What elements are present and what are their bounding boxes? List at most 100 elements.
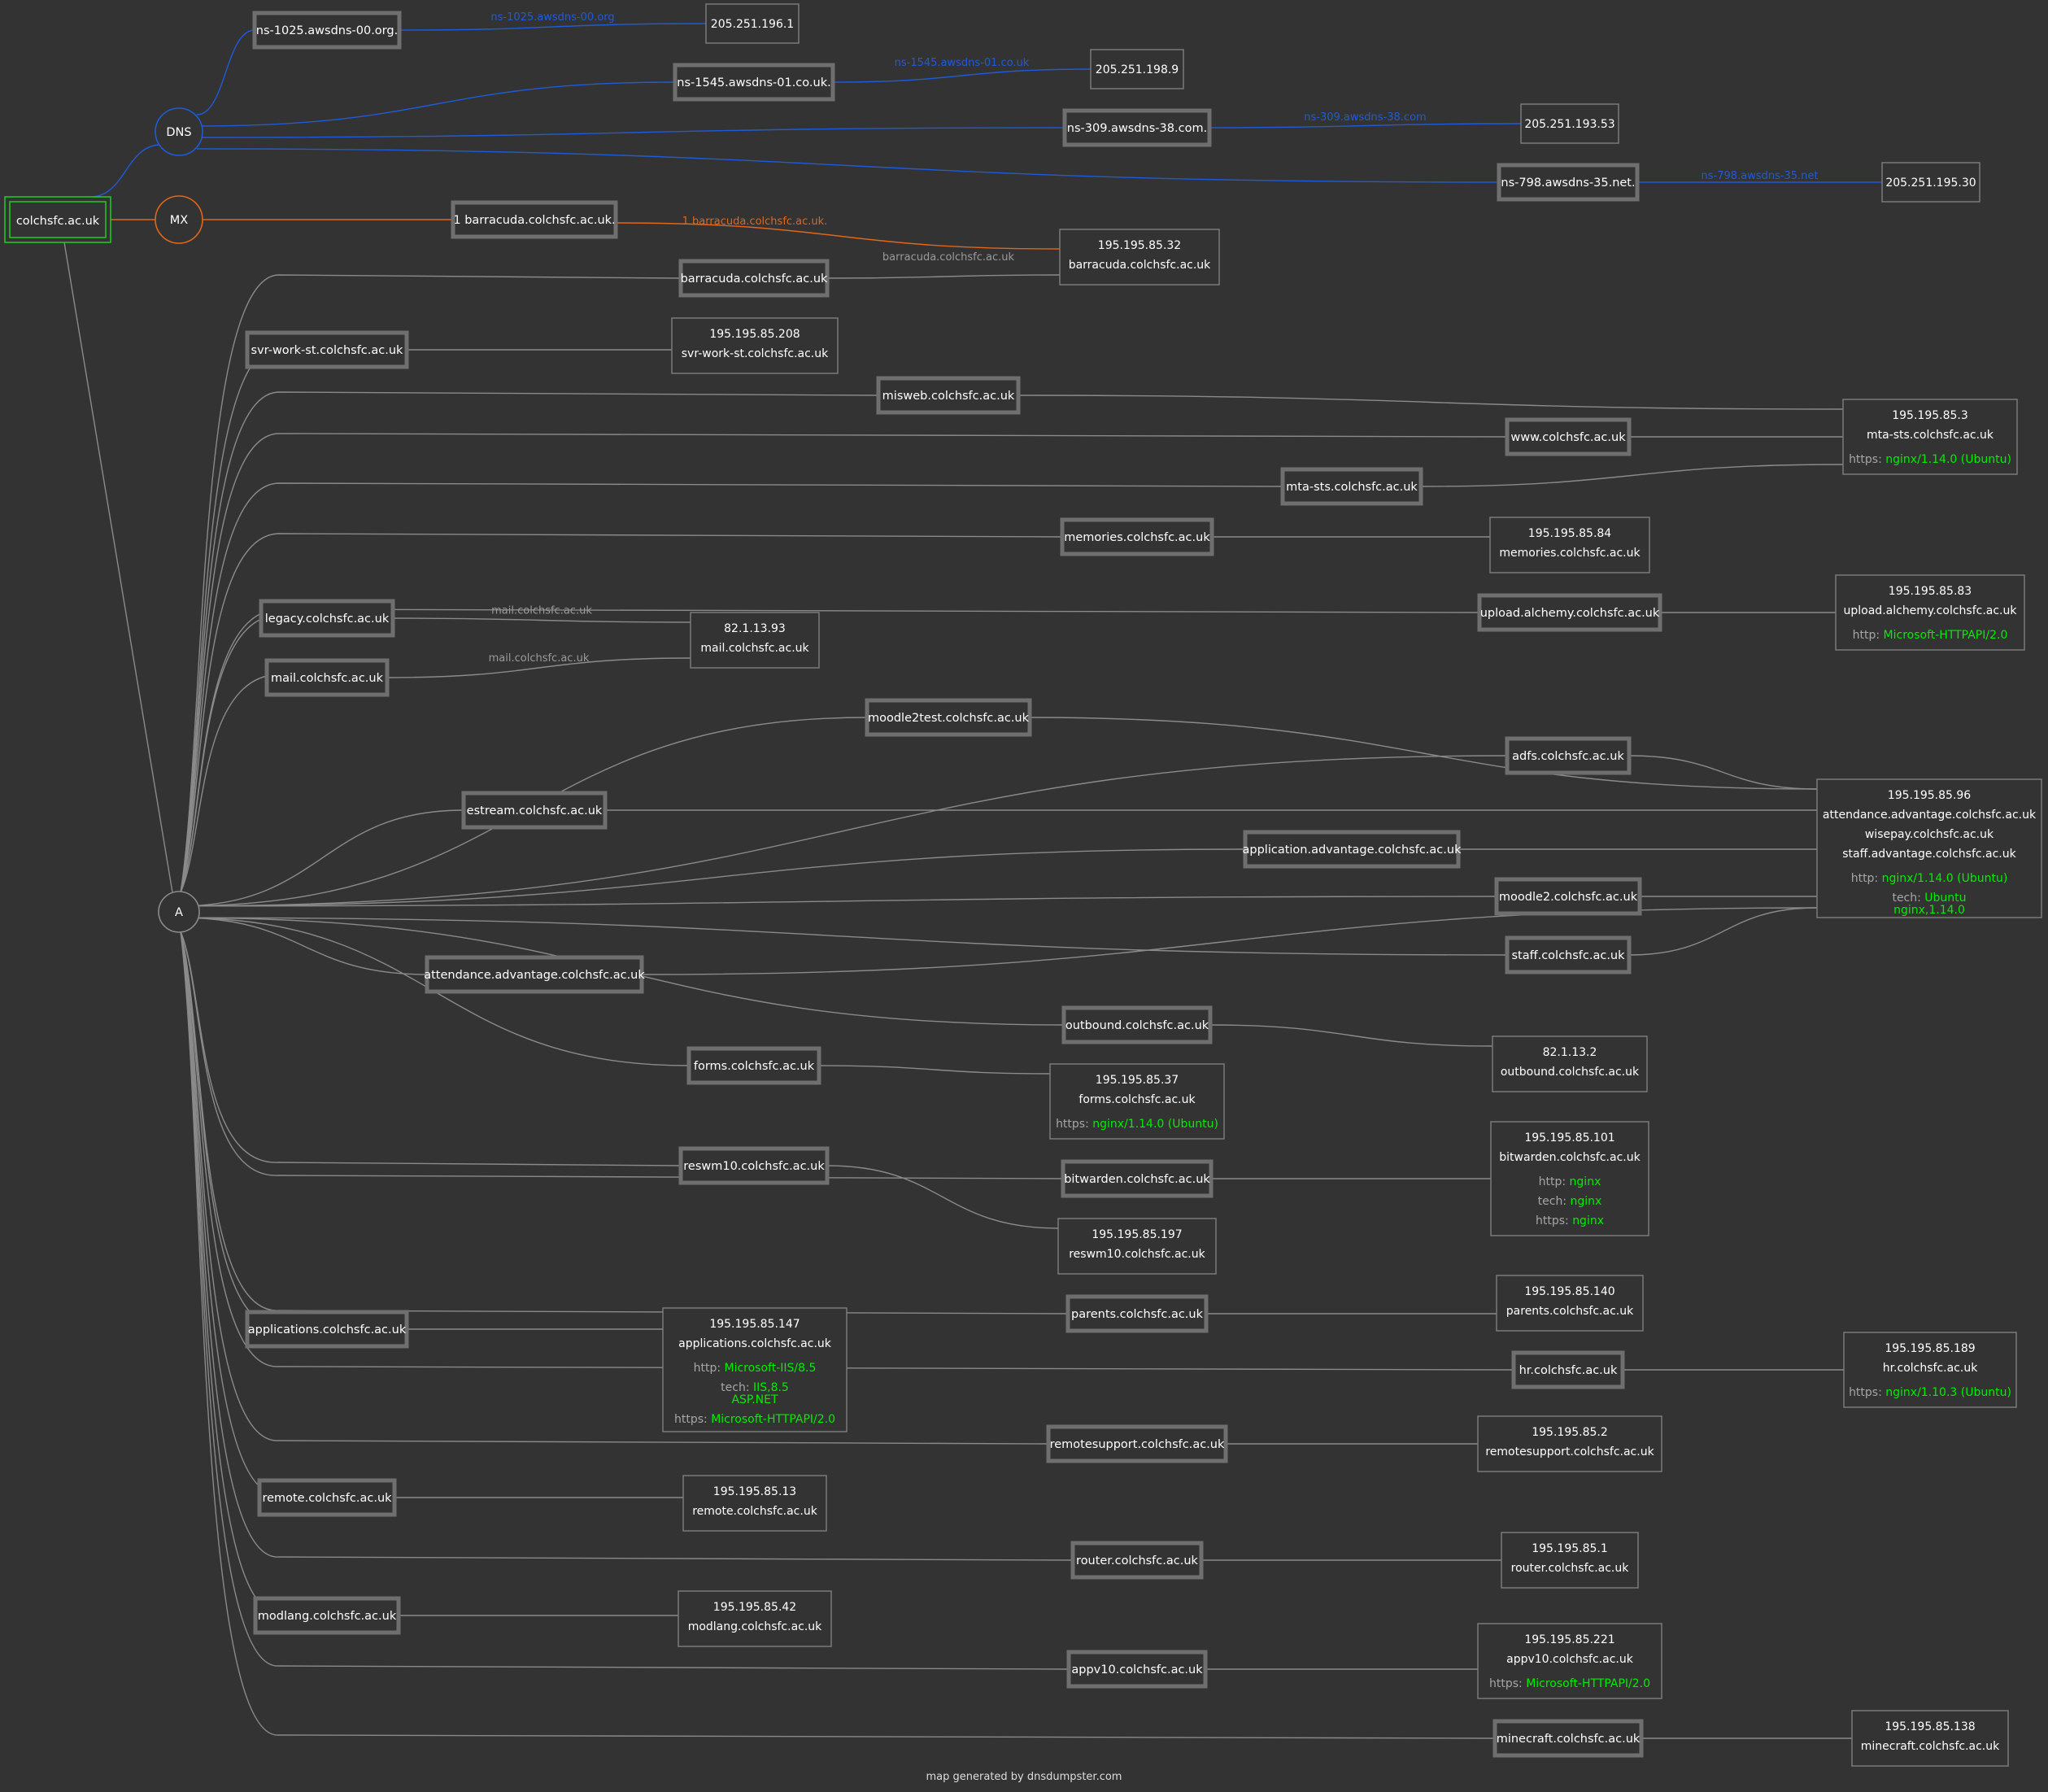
host-node-legacy-colchsfc-ac-uk[interactable]: legacy.colchsfc.ac.uk [259, 599, 395, 638]
ip-box-border [1496, 1275, 1644, 1332]
host-node-moodle2test-colchsfc-ac-uk[interactable]: moodle2test.colchsfc.ac.uk [865, 698, 1032, 737]
ip-box-border [1851, 1710, 2009, 1767]
host-node-svr-work-st-colchsfc-ac-uk[interactable]: svr-work-st.colchsfc.ac.uk [245, 330, 409, 369]
ip-address: 195.195.85.32 [1098, 239, 1181, 252]
host-node-upload-alchemy-colchsfc-ac-uk[interactable]: upload.alchemy.colchsfc.ac.uk [1477, 593, 1662, 632]
host-node-applications-colchsfc-ac-uk[interactable]: applications.colchsfc.ac.uk [245, 1310, 409, 1349]
edge-host-ip [826, 1165, 1059, 1229]
ip-hostname: router.colchsfc.ac.uk [1511, 1562, 1630, 1575]
host-node-outbound-colchsfc-ac-uk[interactable]: outbound.colchsfc.ac.uk [1061, 1005, 1213, 1044]
edge-ns-ip [399, 23, 707, 31]
host-box-border [1061, 1159, 1214, 1198]
host-box-border [1066, 1650, 1208, 1689]
banner-key: http: [1539, 1175, 1570, 1188]
host-node-modlang-colchsfc-ac-uk[interactable]: modlang.colchsfc.ac.uk [253, 1596, 401, 1635]
host-label: forms.colchsfc.ac.uk [694, 1060, 815, 1073]
ns-node-ns-309-awsdns-38-com[interactable]: ns-309.awsdns-38.com. [1062, 108, 1212, 147]
edge-a-appv10-colchsfc-ac-uk [180, 931, 1070, 1670]
ip-hostname: memories.colchsfc.ac.uk [1499, 547, 1641, 560]
ip-node-195-195-85-101[interactable]: 195.195.85.101bitwarden.colchsfc.ac.ukht… [1490, 1121, 1649, 1236]
edge-host-ip [1017, 395, 1844, 410]
host-node-staff-colchsfc-ac-uk[interactable]: staff.colchsfc.ac.uk [1505, 935, 1632, 974]
host-node-parents-colchsfc-ac-uk[interactable]: parents.colchsfc.ac.uk [1065, 1294, 1209, 1333]
ip-hostname: appv10.colchsfc.ac.uk [1506, 1653, 1634, 1666]
host-node-application-advantage-colchsfc-ac-uk[interactable]: application.advantage.colchsfc.ac.uk [1243, 830, 1462, 869]
edge-root-a [63, 242, 173, 893]
banner-https: https: nginx/1.14.0 (Ubuntu) [1056, 1118, 1218, 1131]
host-node-memories-colchsfc-ac-uk[interactable]: memories.colchsfc.ac.uk [1060, 517, 1214, 556]
edge-a-misweb-colchsfc-ac-uk [180, 391, 879, 893]
ns-node-ns-1545-awsdns-01-co-uk[interactable]: ns-1545.awsdns-01.co.uk. [673, 63, 835, 102]
host-node-www-colchsfc-ac-uk[interactable]: www.colchsfc.ac.uk [1505, 417, 1632, 456]
ip-hostname: upload.alchemy.colchsfc.ac.uk [1844, 604, 2018, 617]
host-node-appv10-colchsfc-ac-uk[interactable]: appv10.colchsfc.ac.uk [1066, 1650, 1208, 1689]
ns-node-ns-1025-awsdns-00-org[interactable]: ns-1025.awsdns-00.org. [252, 11, 402, 50]
host-node-misweb-colchsfc-ac-uk[interactable]: misweb.colchsfc.ac.uk [876, 376, 1021, 415]
host-node-forms-colchsfc-ac-uk[interactable]: forms.colchsfc.ac.uk [686, 1046, 821, 1085]
host-box-border [1497, 163, 1640, 202]
ns-ip-node[interactable]: 205.251.198.9 [1090, 49, 1184, 89]
record-type-mx[interactable]: MX [155, 195, 203, 244]
ip-node-195-195-85-221[interactable]: 195.195.85.221appv10.colchsfc.ac.ukhttps… [1477, 1623, 1662, 1699]
edge-a-barracuda-colchsfc-ac-uk [180, 274, 682, 893]
ns-ip-node[interactable]: 205.251.193.53 [1520, 103, 1619, 144]
edge-a-legacy-colchsfc-ac-uk [180, 614, 279, 893]
ip-address: 195.195.85.197 [1092, 1228, 1182, 1241]
host-node-moodle2-colchsfc-ac-uk[interactable]: moodle2.colchsfc.ac.uk [1494, 877, 1642, 916]
ns-ip-node[interactable]: 205.251.196.1 [705, 3, 800, 44]
record-type-a[interactable]: A [158, 891, 200, 933]
ip-node-195-195-85-147[interactable]: 195.195.85.147applications.colchsfc.ac.u… [662, 1307, 848, 1432]
ip-node-195-195-85-96[interactable]: 195.195.85.96attendance.advantage.colchs… [1816, 778, 2042, 918]
ip-box-border [1492, 1036, 1648, 1092]
banner-key: https: [1536, 1214, 1572, 1227]
edge-labels: ns-1025.awsdns-00.orgns-1545.awsdns-01.c… [489, 11, 1819, 665]
banner-value: Microsoft-HTTPAPI/2.0 [711, 1413, 835, 1426]
root-domain-node[interactable]: colchsfc.ac.uk [4, 196, 111, 243]
host-node-router-colchsfc-ac-uk[interactable]: router.colchsfc.ac.uk [1070, 1541, 1204, 1580]
ip-node-195-195-85-37[interactable]: 195.195.85.37forms.colchsfc.ac.ukhttps: … [1049, 1063, 1225, 1140]
host-label: hr.colchsfc.ac.uk [1519, 1364, 1618, 1377]
edge-dns-ns [196, 29, 255, 116]
host-node-adfs-colchsfc-ac-uk[interactable]: adfs.colchsfc.ac.uk [1505, 736, 1632, 775]
host-node-mail-colchsfc-ac-uk[interactable]: mail.colchsfc.ac.uk [264, 658, 390, 697]
host-node-bitwarden-colchsfc-ac-uk[interactable]: bitwarden.colchsfc.ac.uk [1061, 1159, 1214, 1198]
mx-node-1-barracuda-colchsfc-ac-uk[interactable]: 1 barracuda.colchsfc.ac.uk. [451, 200, 618, 239]
host-node-estream-colchsfc-ac-uk[interactable]: estream.colchsfc.ac.uk [461, 791, 608, 830]
ns-ip-node[interactable]: 205.251.195.30 [1881, 162, 1980, 203]
banner-key: tech: [1892, 892, 1924, 905]
banner-https: https: nginx [1536, 1214, 1604, 1227]
host-node-mta-sts-colchsfc-ac-uk[interactable]: mta-sts.colchsfc.ac.uk [1280, 467, 1423, 506]
host-node-remotesupport-colchsfc-ac-uk[interactable]: remotesupport.colchsfc.ac.uk [1046, 1424, 1228, 1463]
host-label: reswm10.colchsfc.ac.uk [683, 1160, 825, 1173]
host-node-reswm10-colchsfc-ac-uk[interactable]: reswm10.colchsfc.ac.uk [678, 1146, 830, 1185]
ip-node-195-195-85-83[interactable]: 195.195.85.83upload.alchemy.colchsfc.ac.… [1835, 574, 2025, 651]
record-type-dns[interactable]: DNS [155, 107, 203, 156]
host-node-minecraft-colchsfc-ac-uk[interactable]: minecraft.colchsfc.ac.uk [1492, 1719, 1644, 1758]
host-node-hr-colchsfc-ac-uk[interactable]: hr.colchsfc.ac.uk [1511, 1350, 1625, 1389]
host-node-attendance-advantage-colchsfc-ac-uk[interactable]: attendance.advantage.colchsfc.ac.uk [424, 955, 645, 994]
host-node-remote-colchsfc-ac-uk[interactable]: remote.colchsfc.ac.uk [257, 1478, 397, 1517]
banner-tech: tech: IIS,8.5 [721, 1381, 789, 1394]
edge-host-ip [1628, 907, 1818, 956]
host-node-barracuda-colchsfc-ac-uk[interactable]: barracuda.colchsfc.ac.uk [678, 259, 830, 298]
host-label: legacy.colchsfc.ac.uk [265, 613, 390, 626]
ip-node-195-195-85-3[interactable]: 195.195.85.3mta-sts.colchsfc.ac.ukhttps:… [1842, 399, 2018, 475]
ip-hostname: attendance.advantage.colchsfc.ac.uk [1823, 809, 2037, 822]
edge-a-minecraft-colchsfc-ac-uk [180, 931, 1496, 1739]
ns-node-ns-798-awsdns-35-net[interactable]: ns-798.awsdns-35.net. [1497, 163, 1640, 202]
host-label: remotesupport.colchsfc.ac.uk [1050, 1438, 1225, 1451]
root-box-inner [9, 201, 107, 238]
